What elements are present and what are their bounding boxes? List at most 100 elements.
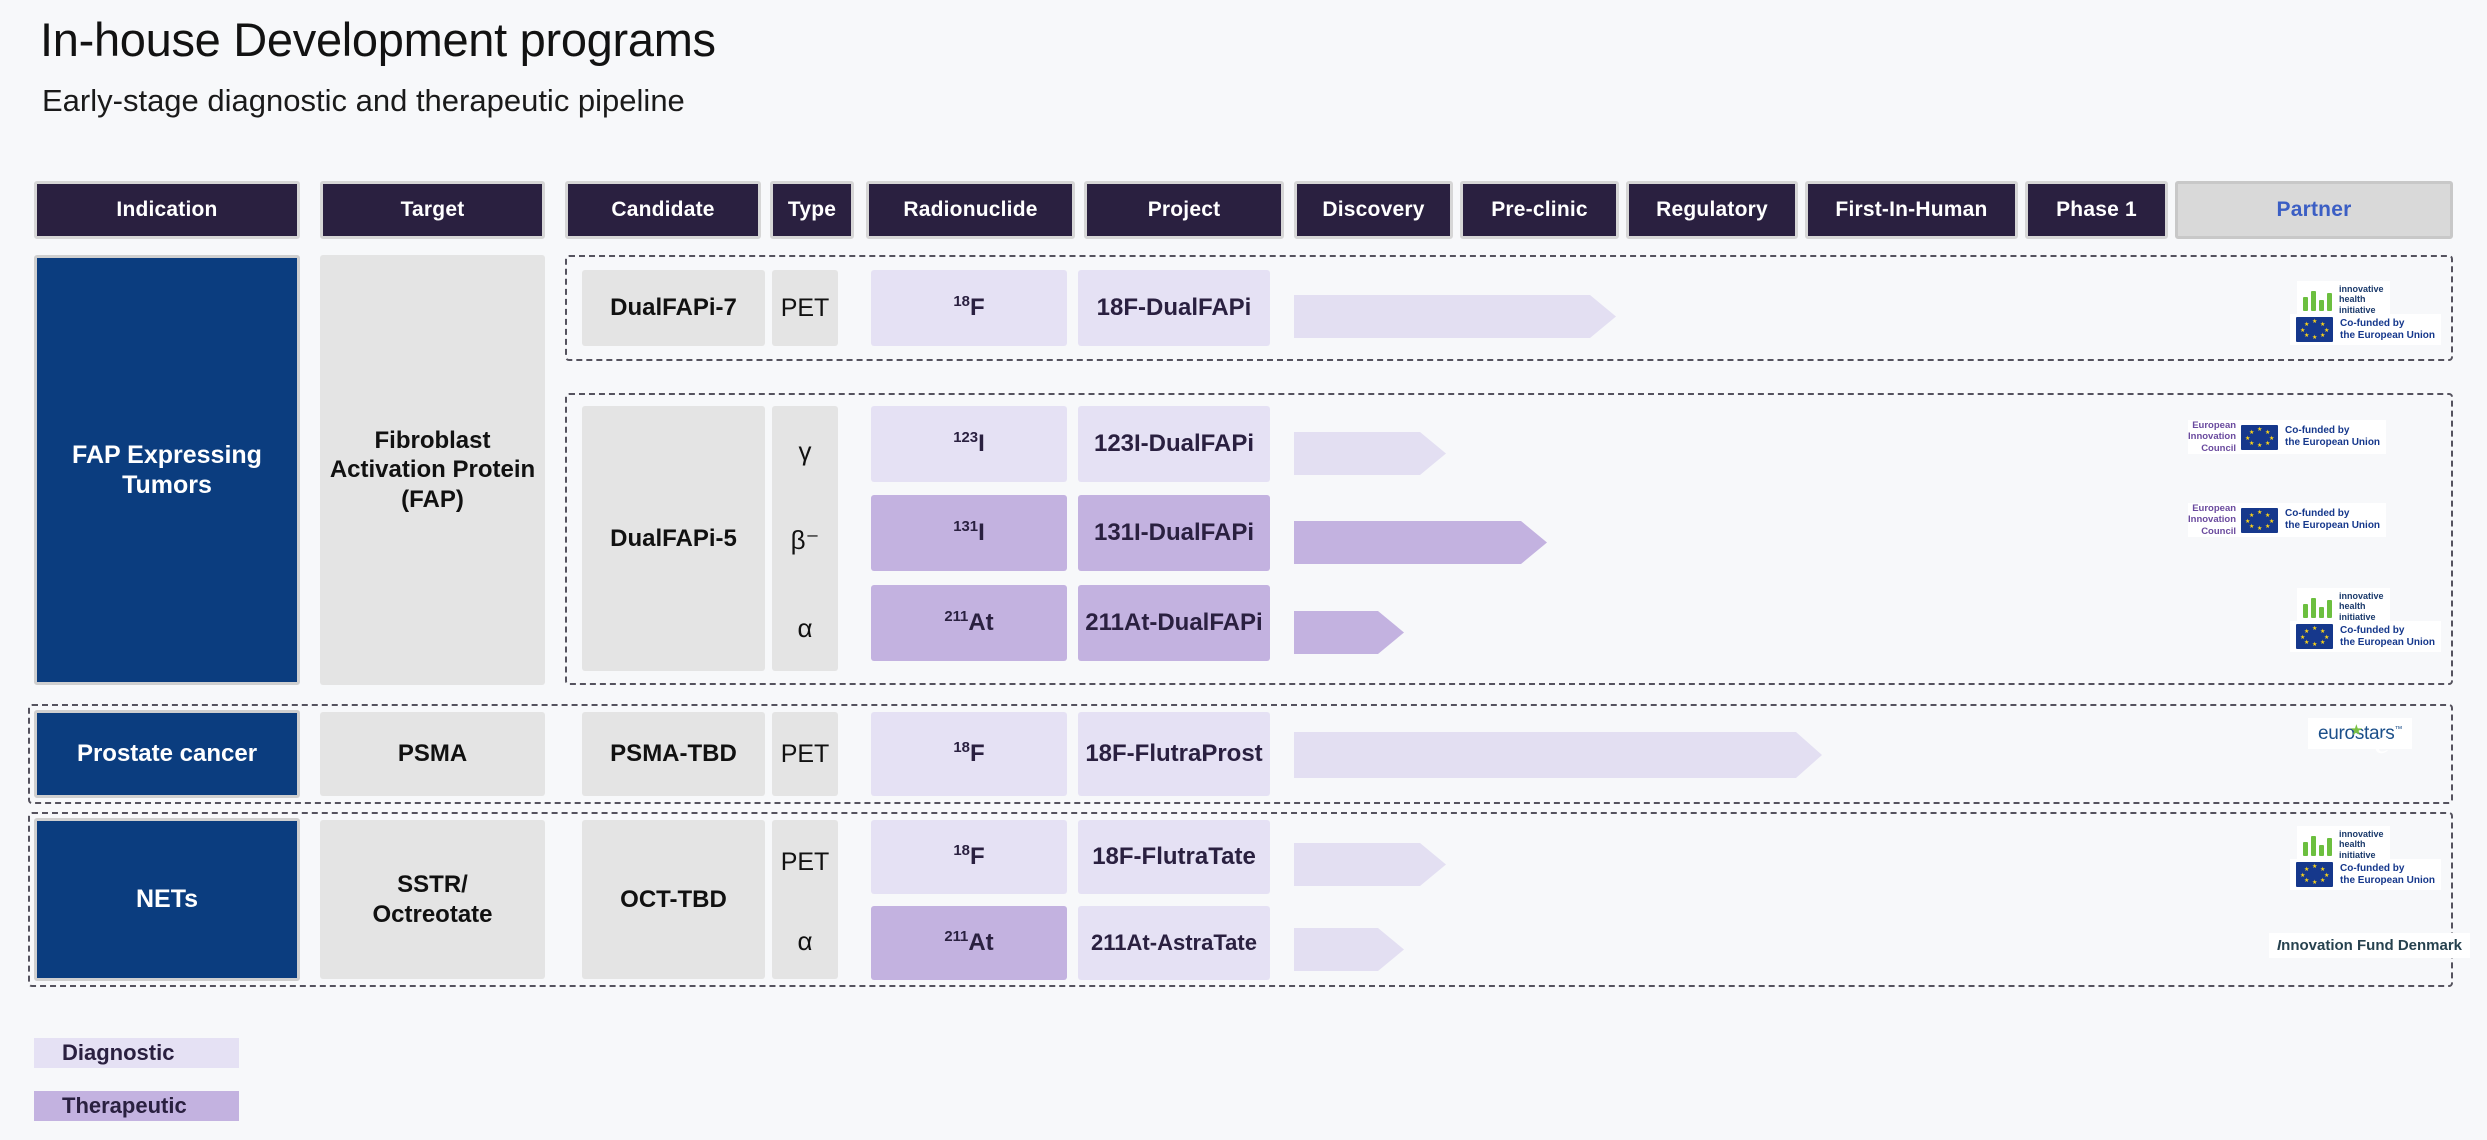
nuclide-symbol: At xyxy=(968,609,994,637)
radionuclide-cell-123i: 123I xyxy=(871,406,1067,482)
candidate-cell-oct-tbd: OCT-TBD xyxy=(582,820,765,979)
type-cell-alpha: α xyxy=(797,613,813,644)
nuclide-mass: 18 xyxy=(953,740,970,757)
radionuclide-cell-18f: 18F xyxy=(871,712,1067,796)
nuclide-symbol: F xyxy=(969,294,985,322)
eurostars-e-glyph: e xyxy=(2374,724,2390,761)
ifd-initial: I xyxy=(2277,937,2282,954)
page-subtitle: Early-stage diagnostic and therapeutic p… xyxy=(42,83,685,118)
nuclide-mass: 18 xyxy=(953,294,970,311)
indication-cell-nets: NETs xyxy=(34,818,300,981)
partner-logo-eurostars: e ★ eurostars™ xyxy=(2308,718,2413,761)
nuclide-mass: 211 xyxy=(944,929,969,946)
column-header-discovery: Discovery xyxy=(1294,181,1453,239)
project-cell-18f-flutraprost: 18F-FlutraProst xyxy=(1078,712,1270,796)
eurostars-star-icon: ★ xyxy=(2349,722,2364,739)
ifd-label: nnovation Fund Denmark xyxy=(2281,937,2463,954)
project-cell-211at-dualfapi: 211At-DualFAPi xyxy=(1078,585,1270,661)
type-cell-gamma: γ xyxy=(798,436,812,467)
project-cell-211at-astratate: 211At-AstraTate xyxy=(1078,906,1270,980)
project-cell-18f-dualfapi: 18F-DualFAPi xyxy=(1078,270,1270,346)
nuclide-symbol: I xyxy=(978,519,985,547)
type-cell-beta-minus: β⁻ xyxy=(790,524,820,555)
column-header-fih: First-In-Human xyxy=(1805,181,2018,239)
ihi-bars-icon xyxy=(2303,596,2332,618)
column-header-indication: Indication xyxy=(34,181,300,239)
column-header-target: Target xyxy=(320,181,545,239)
project-cell-18f-flutratate: 18F-FlutraTate xyxy=(1078,820,1270,894)
target-label: SSTR/Octreotate xyxy=(372,871,493,928)
type-cell-column-dualfapi5: γ β⁻ α xyxy=(772,406,838,671)
radionuclide-cell-18f: 18F xyxy=(871,270,1067,346)
nuclide-symbol: F xyxy=(969,740,985,768)
nuclide-symbol: F xyxy=(969,843,985,871)
candidate-cell-dualfapi5: DualFAPi-5 xyxy=(582,406,765,671)
column-header-radionuclide: Radionuclide xyxy=(866,181,1075,239)
indication-cell-prostate: Prostate cancer xyxy=(34,710,300,798)
type-cell-pet: PET xyxy=(772,270,838,346)
type-cell-pet: PET xyxy=(780,847,830,876)
page-title: In-house Development programs xyxy=(40,13,716,66)
project-cell-131i-dualfapi: 131I-DualFAPi xyxy=(1078,495,1270,571)
radionuclide-cell-18f: 18F xyxy=(871,820,1067,894)
nuclide-mass: 211 xyxy=(944,609,969,626)
progress-bar-211at-dualfapi xyxy=(1294,611,1404,654)
column-header-project: Project xyxy=(1084,181,1284,239)
nuclide-symbol: I xyxy=(978,430,985,458)
progress-bar-18f-flutraprost xyxy=(1294,732,1822,778)
column-header-phase1: Phase 1 xyxy=(2025,181,2168,239)
column-header-partner: Partner xyxy=(2175,181,2453,239)
legend-item-therapeutic: Therapeutic xyxy=(34,1091,239,1121)
eu-flag-icon: ★★ ★★ ★★ ★★ xyxy=(2296,317,2333,342)
type-cell-alpha: α xyxy=(797,925,813,956)
radionuclide-cell-131i: 131I xyxy=(871,495,1067,571)
eu-flag-icon: ★★ ★★ ★★ ★★ xyxy=(2296,624,2333,649)
project-cell-123i-dualfapi: 123I-DualFAPi xyxy=(1078,406,1270,482)
legend-item-diagnostic: Diagnostic xyxy=(34,1038,239,1068)
target-cell-psma: PSMA xyxy=(320,712,545,796)
indication-block-nets xyxy=(28,812,2453,987)
column-header-type: Type xyxy=(770,181,854,239)
nuclide-mass: 18 xyxy=(953,843,970,860)
column-header-candidate: Candidate xyxy=(565,181,761,239)
progress-bar-18f-flutratate xyxy=(1294,843,1446,886)
column-header-regulatory: Regulatory xyxy=(1626,181,1798,239)
type-cell-column-nets: PET α xyxy=(772,820,838,979)
nuclide-mass: 123 xyxy=(953,430,979,447)
progress-bar-131i-dualfapi xyxy=(1294,521,1547,564)
candidate-cell-dualfapi7: DualFAPi-7 xyxy=(582,270,765,346)
progress-bar-18f-dualfapi xyxy=(1294,295,1616,338)
eu-flag-icon: ★★ ★★ ★★ ★★ xyxy=(2241,507,2279,533)
candidate-block-dualfapi5 xyxy=(565,393,2453,685)
eurostars-wordmark: eurostars™ xyxy=(2318,723,2403,744)
radionuclide-cell-211at: 211At xyxy=(871,906,1067,980)
target-cell-sstr: SSTR/Octreotate xyxy=(320,820,545,979)
nuclide-symbol: At xyxy=(968,929,994,957)
column-header-preclinic: Pre-clinic xyxy=(1460,181,1619,239)
ihi-bars-icon xyxy=(2303,289,2332,311)
ihi-bars-icon xyxy=(2303,834,2332,856)
indication-block-prostate xyxy=(28,704,2453,804)
progress-bar-211at-astratate xyxy=(1294,928,1404,971)
eu-flag-icon: ★★ ★★ ★★ ★★ xyxy=(2241,424,2279,450)
type-cell-pet: PET xyxy=(772,712,838,796)
